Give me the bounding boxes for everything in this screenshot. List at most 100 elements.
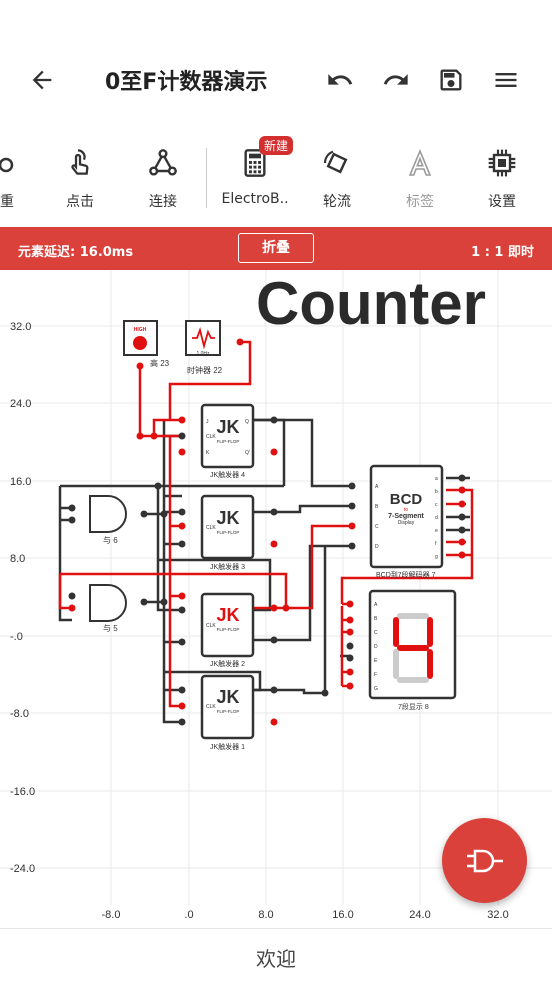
arrow-left-icon[interactable]: [22, 60, 62, 100]
and-gate-5[interactable]: 与 5: [89, 584, 127, 633]
x-tick: .0: [184, 909, 193, 921]
pin-dots: [68, 338, 466, 726]
tool-rotate-label: 轮流: [323, 194, 351, 210]
pin-clk: CLK: [206, 525, 216, 531]
x-tick: -8.0: [102, 909, 121, 921]
x-tick: 24.0: [409, 909, 430, 921]
seg-pin: G: [374, 686, 378, 692]
seg-name: 7段显示 8: [398, 702, 429, 711]
x-tick: 16.0: [332, 909, 353, 921]
bcd-sub: 7-Segment: [388, 513, 424, 520]
tool-settings[interactable]: 设置: [462, 135, 542, 225]
tool-settings-label: 设置: [488, 194, 516, 210]
bcd-pin: D: [375, 544, 379, 550]
high-text: HIGH: [134, 327, 147, 333]
clock-freq: 1.0Hz: [196, 351, 210, 357]
y-tick: -16.0: [10, 786, 35, 798]
jk-flipflop-2[interactable]: JK FLIP-FLOP CLK JK触发器 2: [200, 592, 255, 668]
jk-title: JK: [216, 417, 239, 437]
chip-icon: [488, 149, 516, 177]
bcd-pin: e: [435, 528, 438, 534]
bcd-decoder-7[interactable]: BCD to 7-Segment Display A B C D a b c d…: [369, 464, 444, 579]
seg-pin: A: [374, 602, 378, 608]
bcd-pin: g: [435, 554, 438, 560]
tap-icon: [71, 149, 89, 175]
tool-rotate[interactable]: 轮流: [297, 135, 377, 225]
sim-status-bar: 元素延迟: 16.0ms 折叠 1 : 1 即时: [0, 227, 552, 270]
save-icon[interactable]: [431, 60, 471, 100]
sim-speed-text[interactable]: 1 : 1 即时: [471, 245, 534, 260]
tool-delete[interactable]: 重: [0, 135, 40, 225]
jk1-name: JK触发器 1: [210, 742, 245, 751]
high-source-23[interactable]: HIGH 高 23: [123, 320, 170, 368]
trash-icon: [0, 157, 14, 173]
canvas-heading: Counter: [256, 270, 486, 337]
pin-j: J: [206, 419, 209, 425]
tool-electrobox[interactable]: ElectroB..: [215, 135, 295, 225]
bcd-pin: c: [435, 502, 438, 508]
seg-pin: B: [374, 616, 378, 622]
app-bar: 0至F计数器演示: [0, 0, 552, 130]
fold-button[interactable]: 折叠: [238, 233, 314, 263]
bcd-pin: d: [435, 515, 438, 521]
seg-pin: F: [374, 672, 377, 678]
bcd-title: BCD: [390, 491, 423, 508]
jk2-name: JK触发器 2: [210, 659, 245, 668]
jk-sub: FLIP-FLOP: [217, 439, 240, 444]
and6-name: 与 6: [103, 536, 118, 545]
jk-title: JK: [216, 605, 239, 625]
jk-flipflop-4[interactable]: JK FLIP-FLOP J CLK K Q Q' JK触发器 4: [200, 403, 255, 479]
pin-k: K: [206, 450, 210, 456]
jk-flipflop-1[interactable]: JK FLIP-FLOP CLK JK触发器 1: [200, 674, 255, 751]
clock-name: 时钟器 22: [187, 365, 223, 375]
tool-tap-label: 点击: [66, 194, 94, 210]
seg-pin: E: [374, 658, 378, 664]
add-gate-fab[interactable]: [442, 818, 527, 903]
tool-connect[interactable]: 连接: [123, 135, 203, 225]
pin-clk: CLK: [206, 704, 216, 710]
y-tick: 32.0: [10, 321, 31, 333]
undo-icon[interactable]: [320, 60, 360, 100]
welcome-text[interactable]: 欢迎: [256, 947, 296, 971]
menu-icon[interactable]: [486, 60, 526, 100]
tool-delete-label: 重: [0, 194, 14, 210]
jk3-name: JK触发器 3: [210, 562, 245, 571]
seven-segment-display-8[interactable]: A B C D E F G 7段显示 8: [368, 589, 457, 711]
jk-flipflop-3[interactable]: JK FLIP-FLOP CLK JK触发器 3: [200, 494, 255, 571]
bottom-bar: 欢迎: [0, 928, 552, 984]
tool-electrobox-label: ElectroB..: [221, 191, 289, 207]
jk-sub: FLIP-FLOP: [217, 627, 240, 632]
bcd-pin: f: [435, 541, 437, 547]
y-tick: 24.0: [10, 398, 31, 410]
connect-icon: [149, 149, 177, 176]
toolbar-divider: [206, 148, 207, 208]
bcd-pin: B: [375, 504, 379, 510]
y-tick: -.0: [10, 631, 23, 643]
x-tick: 32.0: [487, 909, 508, 921]
bcd-pin: C: [375, 524, 379, 530]
y-tick: -24.0: [10, 863, 35, 875]
jk-sub: FLIP-FLOP: [217, 530, 240, 535]
bcd-name: BCD到7段解码器 7: [376, 570, 436, 579]
x-tick: 8.0: [258, 909, 273, 921]
calculator-icon: [244, 149, 266, 177]
tool-label[interactable]: 标签: [380, 135, 460, 225]
text-icon: [408, 148, 432, 176]
bcd-pin: b: [435, 489, 438, 495]
tool-tap[interactable]: 点击: [40, 135, 120, 225]
jk-sub: FLIP-FLOP: [217, 709, 240, 714]
tool-label-label: 标签: [406, 194, 434, 210]
y-tick: -8.0: [10, 708, 29, 720]
bcd-pin: a: [435, 476, 438, 482]
redo-icon[interactable]: [376, 60, 416, 100]
y-tick: 16.0: [10, 476, 31, 488]
logic-gate-icon: [466, 849, 503, 872]
jk-title: JK: [216, 687, 239, 707]
circuit-canvas[interactable]: 32.0 24.0 16.0 8.0 -.0 -8.0 -16.0 -24.0 …: [0, 270, 552, 928]
bcd-to: to: [404, 507, 408, 513]
and-gate-6[interactable]: 与 6: [89, 495, 127, 545]
tool-strip: 重 点击 连接 ElectroB.. 轮流 标签 设置: [0, 135, 552, 225]
bcd-disp: Display: [398, 520, 415, 526]
clock-22[interactable]: 1.0Hz 时钟器 22: [185, 320, 223, 375]
bcd-pin: A: [375, 484, 379, 490]
